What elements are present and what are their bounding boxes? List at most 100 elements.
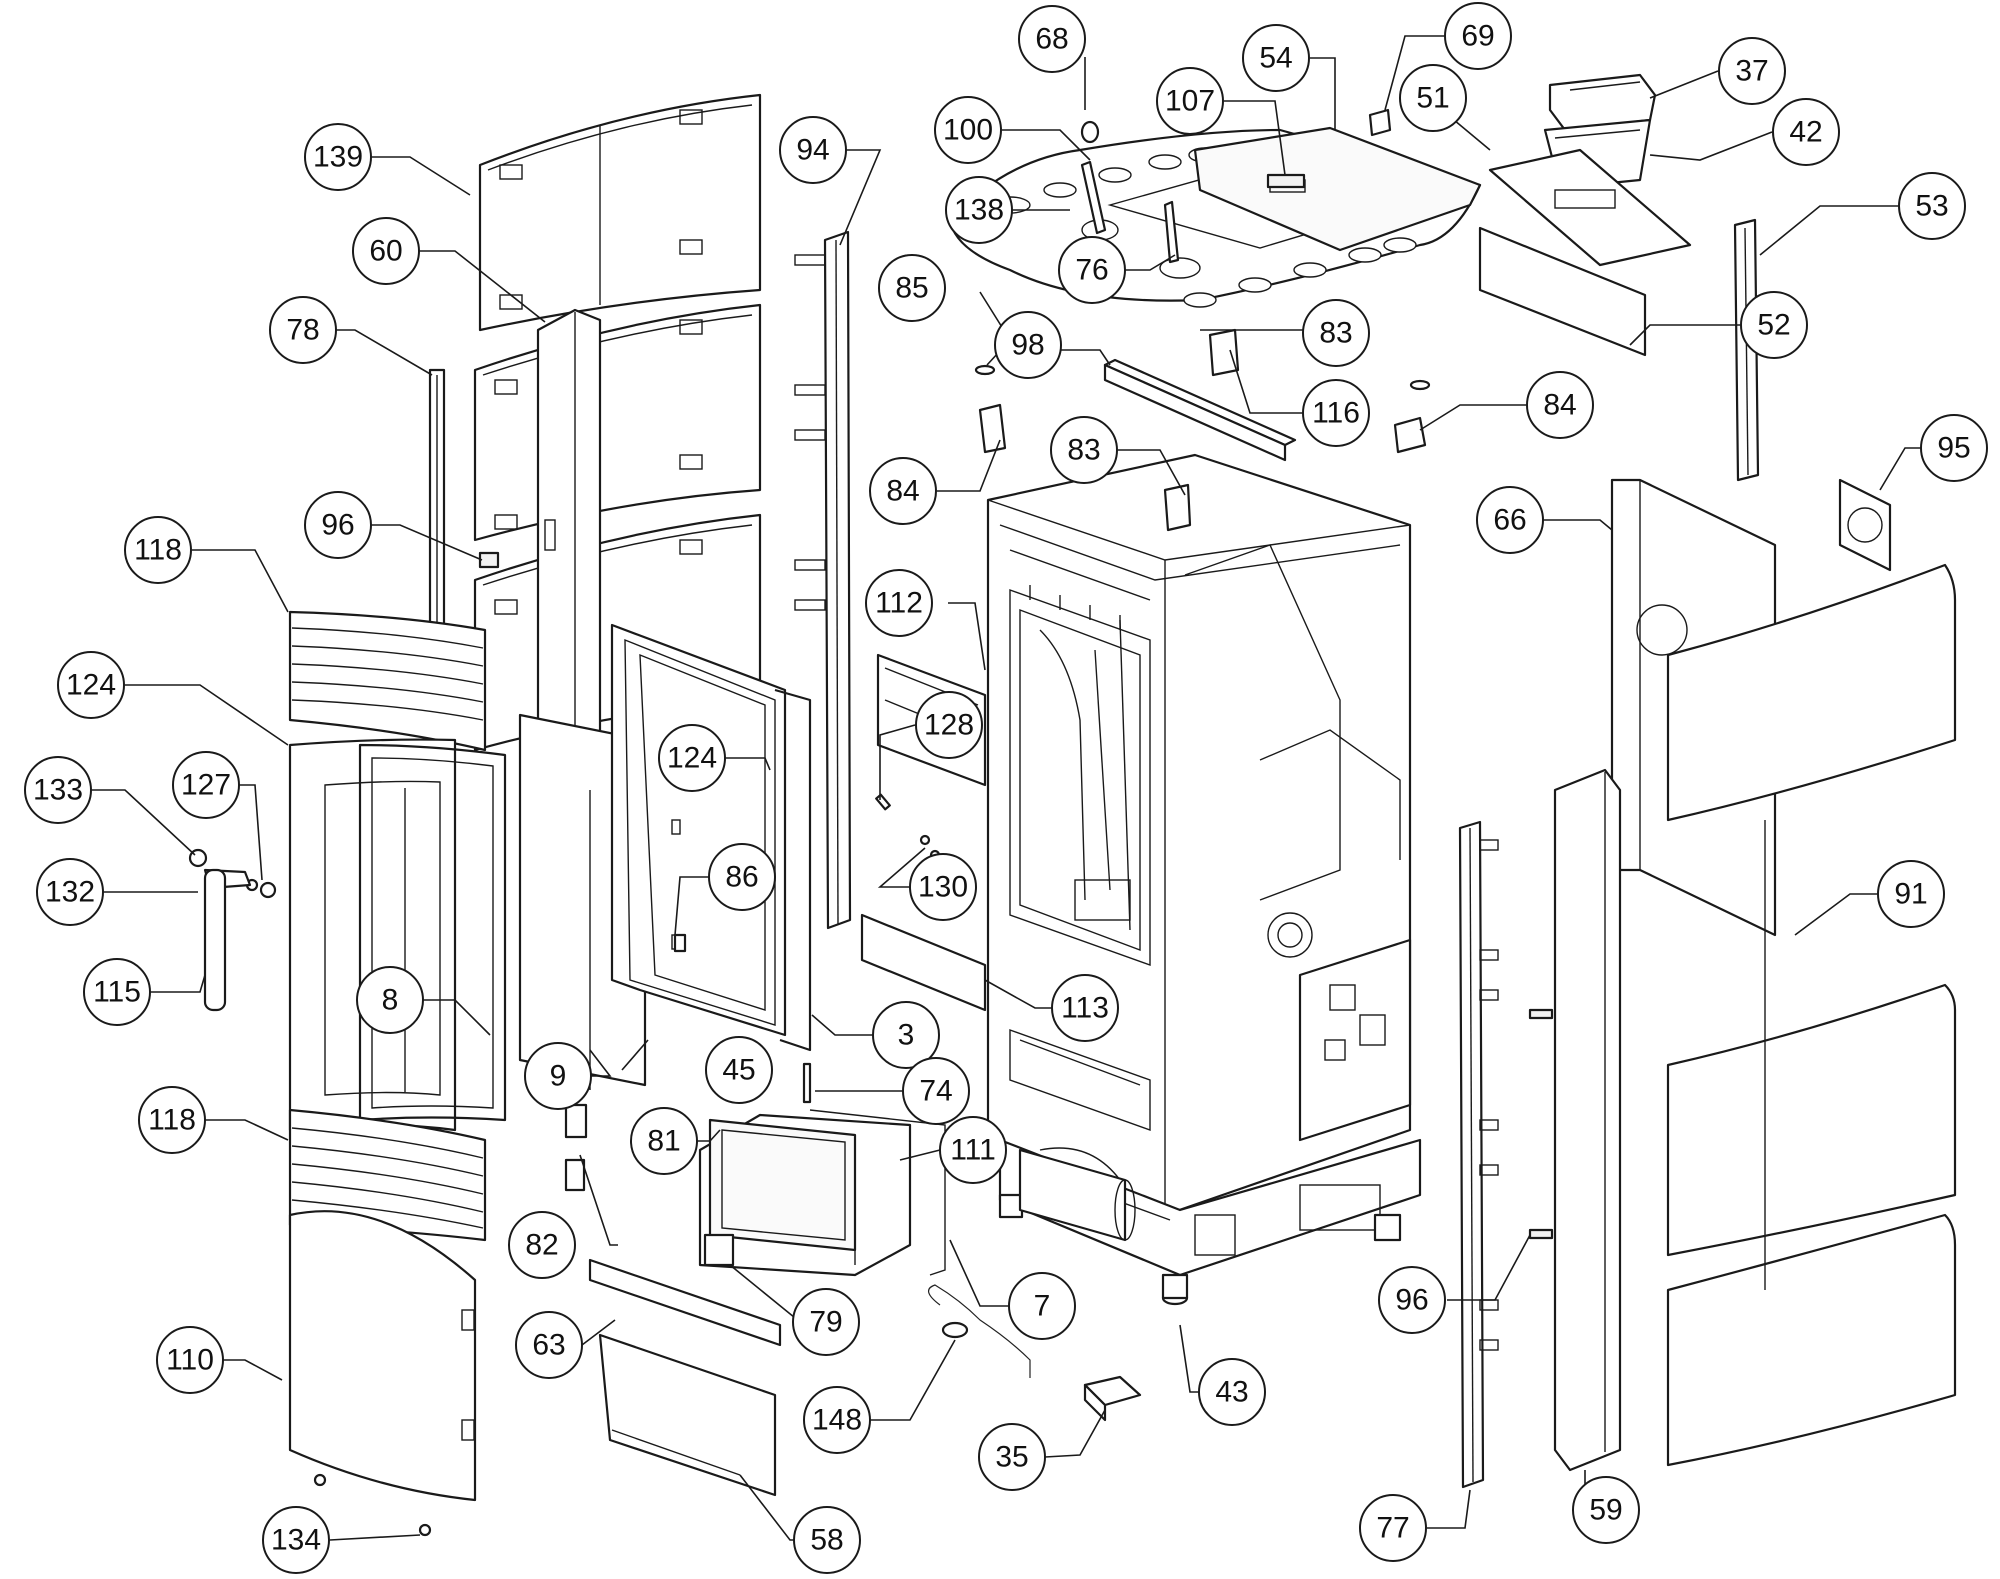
svg-text:96: 96 (1395, 1284, 1428, 1317)
rail-53 (1733, 218, 1760, 482)
svg-text:84: 84 (886, 475, 919, 508)
callout-96-left: 96 (304, 491, 372, 559)
svg-text:138: 138 (954, 194, 1004, 227)
callout-134: 134 (262, 1506, 330, 1574)
side-panel-91-upper (1666, 563, 1957, 822)
callout-60: 60 (352, 217, 420, 285)
svg-text:84: 84 (1543, 389, 1576, 422)
svg-text:107: 107 (1165, 85, 1215, 118)
callout-112: 112 (865, 569, 933, 637)
pin-74 (802, 1062, 812, 1104)
svg-text:63: 63 (532, 1329, 565, 1362)
svg-text:42: 42 (1789, 116, 1822, 149)
column-59 (1553, 768, 1622, 1472)
svg-text:128: 128 (924, 709, 974, 742)
side-panel-upper-left (478, 93, 762, 332)
svg-text:7: 7 (1034, 1290, 1051, 1323)
clip-69 (1368, 108, 1392, 137)
callout-42: 42 (1772, 98, 1840, 166)
callout-63: 63 (515, 1311, 583, 1379)
svg-text:52: 52 (1757, 309, 1790, 342)
callout-labels: 139 60 78 96 118 124 133 127 132 115 8 1… (24, 2, 1988, 1574)
callout-98: 98 (994, 311, 1062, 379)
clip-84-small (1409, 379, 1431, 391)
svg-text:111: 111 (950, 1134, 996, 1167)
module-35 (1083, 1375, 1142, 1422)
callout-139: 139 (304, 123, 372, 191)
exhaust-pipe (1018, 1148, 1136, 1242)
callout-59: 59 (1572, 1476, 1640, 1544)
svg-text:37: 37 (1735, 55, 1768, 88)
callout-83-top: 83 (1302, 299, 1370, 367)
svg-text:132: 132 (45, 876, 95, 909)
callout-79: 79 (792, 1288, 860, 1356)
callout-148: 148 (803, 1386, 871, 1454)
svg-text:148: 148 (812, 1404, 862, 1437)
callout-94: 94 (779, 116, 847, 184)
callout-37: 37 (1718, 37, 1786, 105)
svg-text:139: 139 (313, 141, 363, 174)
callout-43: 43 (1198, 1358, 1266, 1426)
side-panel-91-middle (1666, 983, 1957, 1257)
callout-127: 127 (172, 751, 240, 819)
svg-text:100: 100 (943, 114, 993, 147)
callout-113: 113 (1051, 974, 1119, 1042)
callout-7: 7 (1008, 1272, 1076, 1340)
screw-130-a (919, 834, 931, 846)
callout-76: 76 (1058, 236, 1126, 304)
svg-text:74: 74 (919, 1075, 952, 1108)
callout-107: 107 (1156, 67, 1224, 135)
svg-text:133: 133 (33, 774, 83, 807)
svg-text:115: 115 (93, 976, 141, 1009)
svg-text:3: 3 (898, 1019, 915, 1052)
callout-78: 78 (269, 296, 337, 364)
electronics-board (1267, 912, 1412, 1142)
svg-text:116: 116 (1312, 397, 1360, 430)
door-gasket-3 (774, 688, 812, 1052)
svg-text:118: 118 (134, 534, 182, 567)
svg-text:66: 66 (1493, 504, 1526, 537)
callout-84-right: 84 (1526, 371, 1594, 439)
bracket-86 (673, 933, 687, 953)
callout-83-mid: 83 (1050, 416, 1118, 484)
svg-text:134: 134 (271, 1524, 321, 1557)
front-column-60 (536, 308, 602, 782)
deflector-113 (860, 913, 987, 1012)
callout-51: 51 (1399, 64, 1467, 132)
bracket-96-right-b (1528, 1228, 1554, 1240)
plate-58 (598, 1333, 777, 1497)
svg-text:60: 60 (369, 235, 402, 268)
side-panel-middle-left (473, 303, 762, 542)
callout-8: 8 (356, 966, 424, 1034)
stove-base (998, 1138, 1422, 1306)
callout-69: 69 (1444, 2, 1512, 70)
callout-128: 128 (915, 691, 983, 759)
svg-text:58: 58 (810, 1524, 843, 1557)
callout-132: 132 (36, 858, 104, 926)
vertical-rail-94 (794, 230, 852, 930)
svg-text:51: 51 (1416, 82, 1449, 115)
drawer-seal-7 (809, 1109, 946, 1276)
callout-116: 116 (1302, 379, 1370, 447)
callout-130: 130 (909, 853, 977, 921)
handle-79 (703, 1233, 735, 1267)
svg-text:85: 85 (895, 272, 928, 305)
screw-134-a (313, 1473, 327, 1487)
flue-plate-95 (1838, 478, 1892, 572)
panel-52 (1478, 226, 1647, 357)
callout-66: 66 (1476, 486, 1544, 554)
callout-53: 53 (1898, 172, 1966, 240)
svg-text:54: 54 (1259, 42, 1292, 75)
door-handle-assembly (188, 848, 277, 1012)
svg-text:76: 76 (1075, 254, 1108, 287)
svg-text:9: 9 (550, 1060, 567, 1093)
callout-52: 52 (1740, 291, 1808, 359)
side-panel-91-lower (1666, 1213, 1957, 1467)
callout-54: 54 (1242, 24, 1310, 92)
callout-124-left: 124 (57, 651, 125, 719)
svg-text:45: 45 (722, 1054, 755, 1087)
hopper-lid-37 (1548, 73, 1657, 132)
callout-86: 86 (708, 843, 776, 911)
callout-84-left: 84 (869, 457, 937, 525)
